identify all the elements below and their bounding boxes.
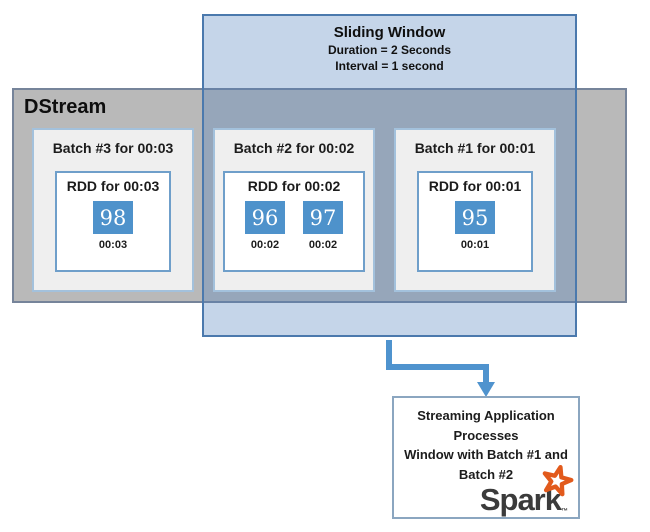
rdd-title: RDD for 00:02	[247, 178, 341, 194]
rdd-items-row: 96 00:02 97 00:02	[245, 201, 343, 251]
sliding-window-interval: Interval = 1 second	[335, 59, 444, 73]
batch-box-2: Batch #2 for 00:02 RDD for 00:02 96 00:0…	[213, 128, 375, 292]
rdd-time: 00:02	[250, 239, 280, 251]
dstream-label: DStream	[24, 96, 107, 118]
batch-box-1: Batch #1 for 00:01 RDD for 00:01 95 00:0…	[394, 128, 556, 292]
rdd-value: 95	[455, 201, 495, 234]
sliding-window-title: Sliding Window	[333, 24, 446, 41]
rdd-box: RDD for 00:02 96 00:02 97 00:02	[223, 171, 365, 272]
rdd-time: 00:03	[98, 239, 128, 251]
rdd-time: 00:01	[460, 239, 490, 251]
rdd-box: RDD for 00:01 95 00:01	[417, 171, 533, 272]
output-line-3: Window with Batch #1 and	[404, 447, 568, 462]
output-line-4: Batch #2	[458, 466, 514, 482]
rdd-items-row: 95 00:01	[455, 201, 495, 251]
rdd-title: RDD for 00:01	[428, 178, 522, 194]
rdd-item: 95 00:01	[455, 201, 495, 251]
rdd-value: 97	[303, 201, 343, 234]
streaming-application-box: Streaming Application Processes Window w…	[392, 396, 580, 519]
output-line-2: Processes	[453, 427, 519, 443]
rdd-value: 98	[93, 201, 133, 234]
spark-trademark: ™	[561, 508, 568, 515]
rdd-time: 00:02	[308, 239, 338, 251]
batch-title: Batch #1 for 00:01	[414, 140, 536, 156]
batch-box-3: Batch #3 for 00:03 RDD for 00:03 98 00:0…	[32, 128, 194, 292]
rdd-item: 96 00:02	[245, 201, 285, 251]
rdd-title: RDD for 00:03	[66, 178, 160, 194]
rdd-value: 96	[245, 201, 285, 234]
spark-star-icon	[542, 464, 574, 497]
rdd-box: RDD for 00:03 98 00:03	[55, 171, 171, 272]
rdd-item: 98 00:03	[93, 201, 133, 251]
batch-title: Batch #2 for 00:02	[233, 140, 355, 156]
sliding-window-duration: Duration = 2 Seconds	[327, 43, 452, 57]
spark-logo: Spark™	[480, 464, 574, 515]
output-line-1: Streaming Application	[417, 408, 555, 423]
rdd-items-row: 98 00:03	[93, 201, 133, 251]
rdd-item: 97 00:02	[303, 201, 343, 251]
batch-title: Batch #3 for 00:03	[52, 140, 174, 156]
